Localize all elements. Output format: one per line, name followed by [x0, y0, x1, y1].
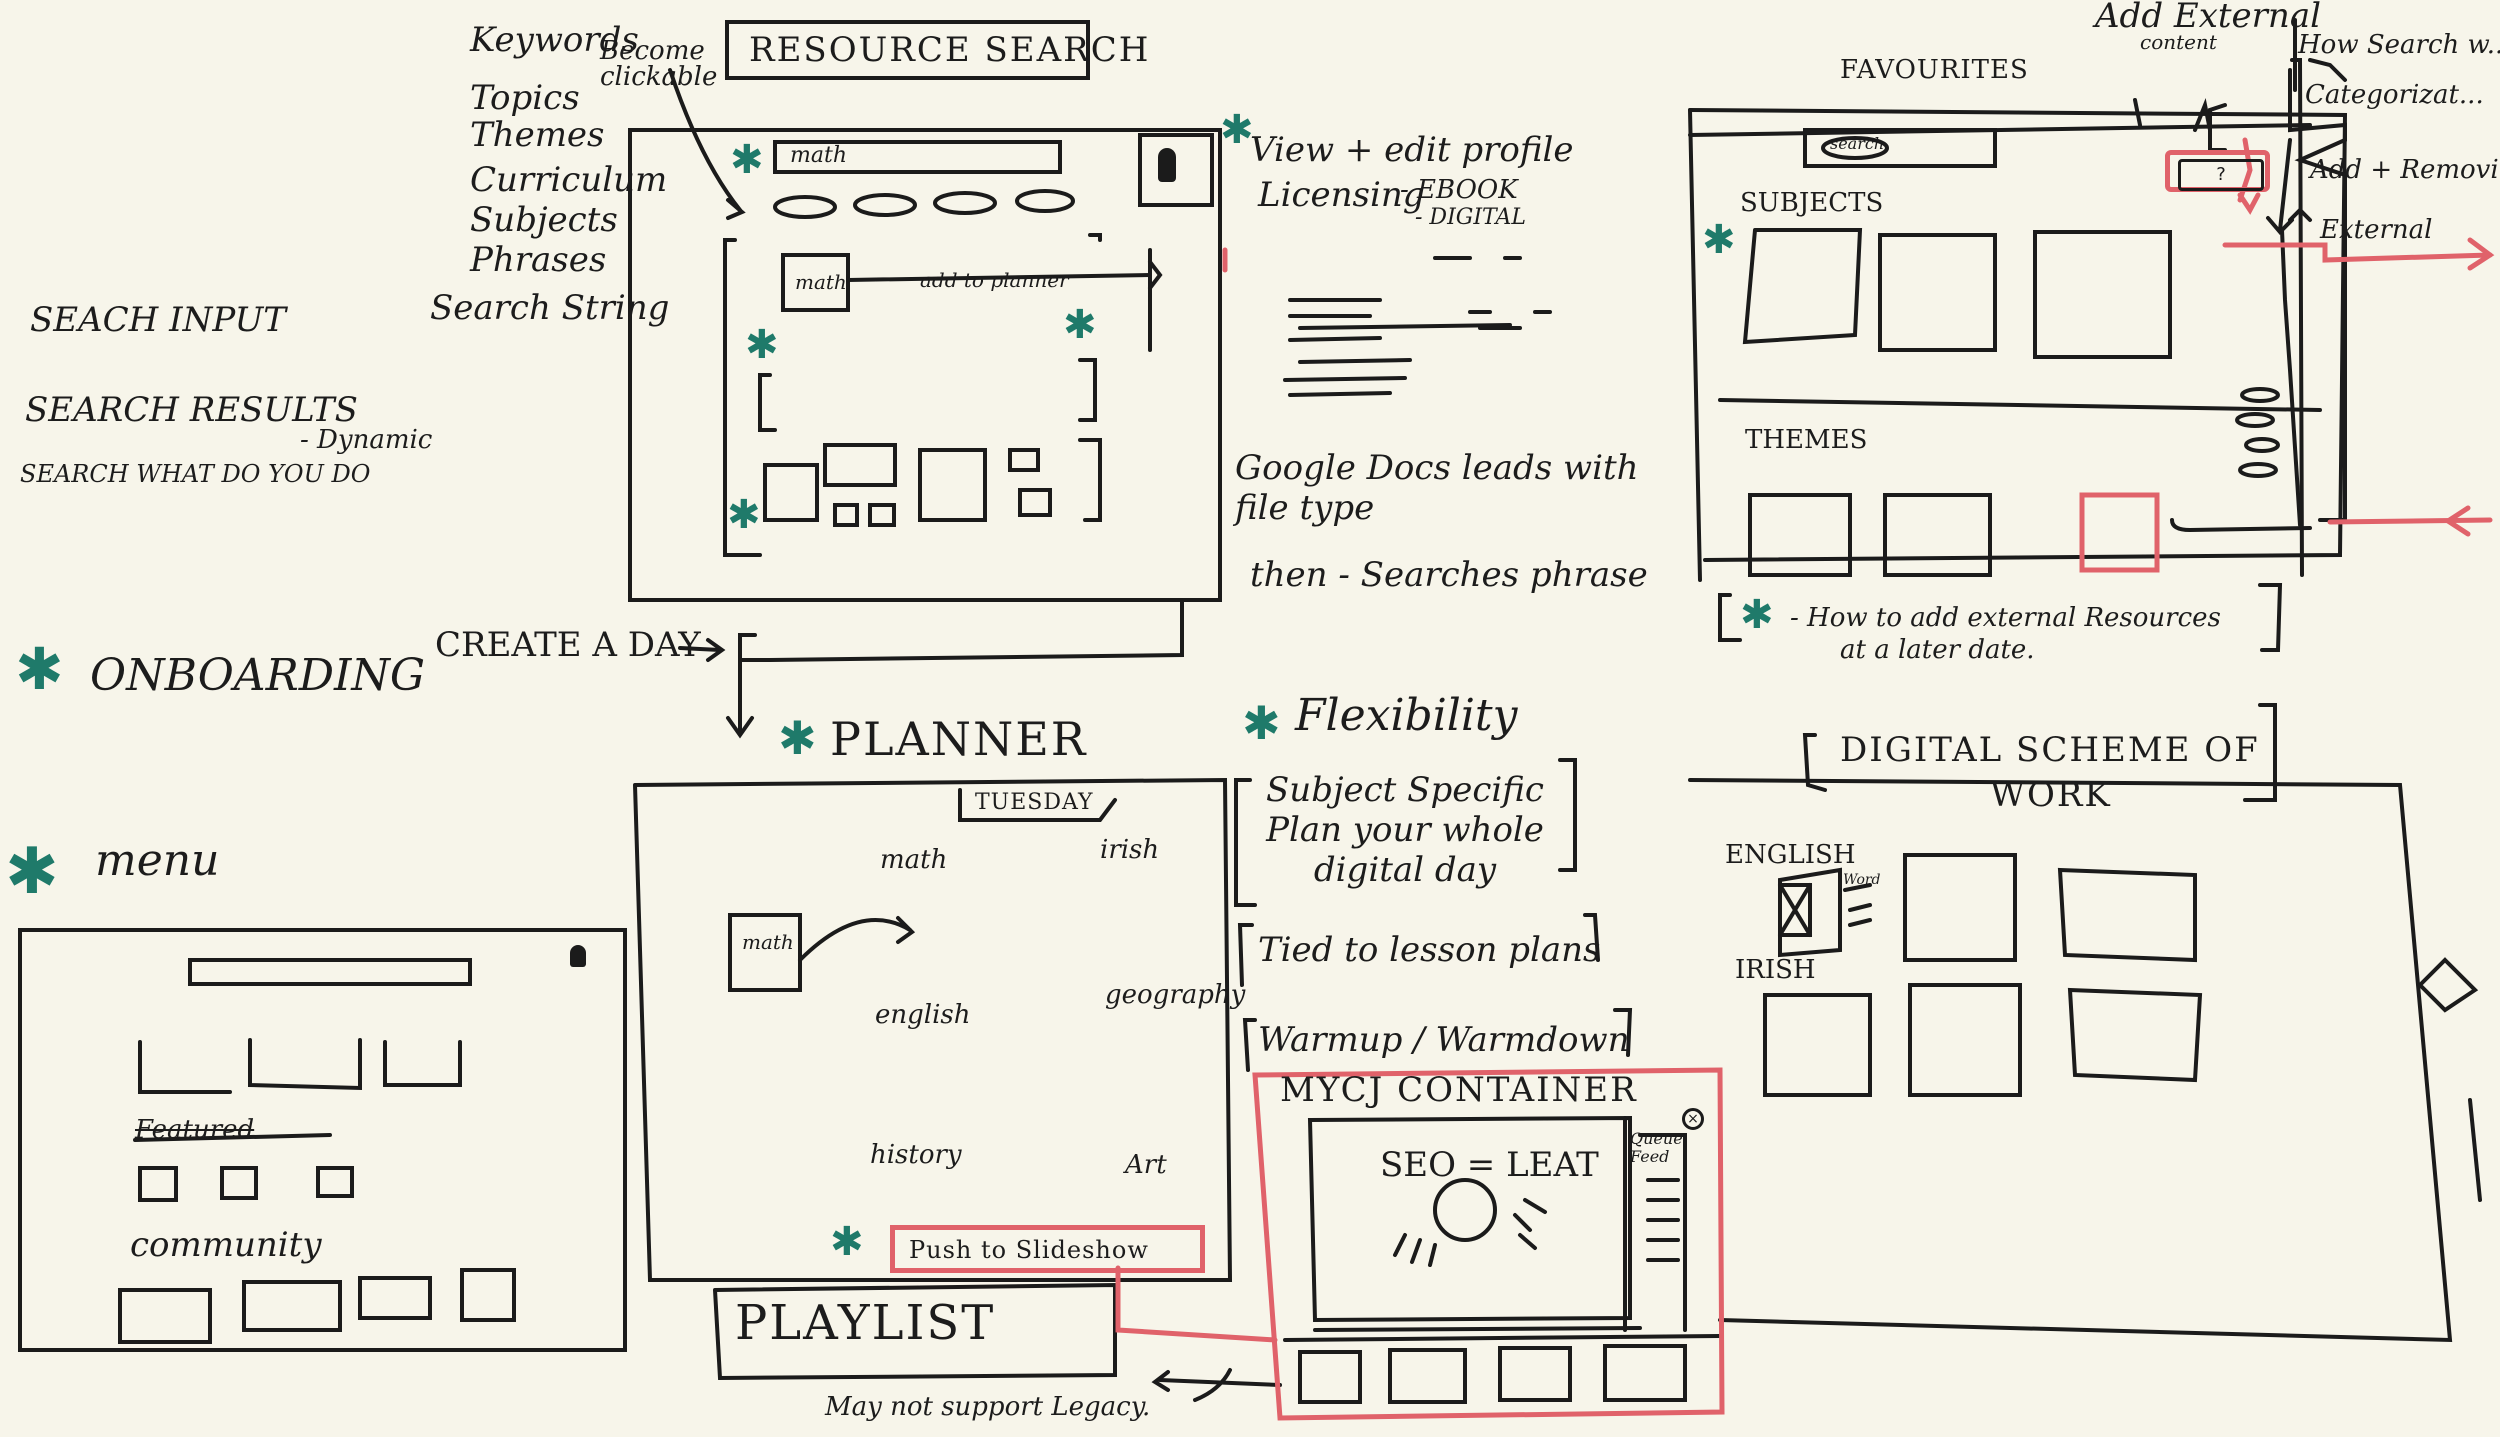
keyword-item: Keywords [470, 20, 639, 60]
external-resources-note-2: at a later date. [1840, 635, 2035, 665]
star-icon: ✱ [727, 492, 761, 538]
tied-lesson-plans-note: Tied to lesson plans [1258, 930, 1601, 970]
right-note: Add + Removing [2310, 155, 2500, 185]
legacy-note: May not support Legacy. [825, 1392, 1151, 1422]
star-icon: ✱ [1220, 107, 1254, 153]
star-icon: ✱ [830, 1219, 864, 1265]
create-a-day-note: CREATE A DAY [435, 625, 701, 665]
profile-icon [570, 945, 586, 967]
mycj-title: MYCJ CONTAINER [1280, 1070, 1638, 1110]
planner-subject: geography [1105, 980, 1246, 1010]
favourites-title: FAVOURITES [1840, 55, 2029, 85]
menu-section-label: Featured [135, 1115, 255, 1145]
slideshow-screen-text: SEO = LEAT [1380, 1145, 1599, 1185]
planner-subject: Art [1125, 1150, 1167, 1180]
menu-community-label: community [130, 1225, 322, 1265]
star-icon: ✱ [1063, 302, 1097, 348]
flexibility-title: Flexibility [1295, 690, 1518, 741]
search-input-note: SEACH INPUT [30, 300, 286, 340]
push-to-slideshow-button[interactable]: Push to Slideshow [890, 1225, 1205, 1273]
result-tile-label: math [795, 270, 847, 294]
search-chip-label[interactable]: search [1830, 134, 1885, 153]
star-icon: ✱ [778, 711, 817, 765]
close-icon[interactable]: × [1682, 1108, 1704, 1130]
resource-search-title-box: RESOURCE SEARCH [725, 20, 1148, 80]
queue-feed-label: Queue Feed [1630, 1129, 1683, 1166]
dynamic-note: - Dynamic [300, 425, 433, 455]
scheme-title-1: DIGITAL SCHEME OF [1840, 730, 2260, 770]
searches-phrase-note: then - Searches phrase [1250, 555, 1648, 595]
keyword-item: Curriculum [470, 160, 668, 200]
search-results-note: SEARCH RESULTS [25, 390, 358, 430]
scheme-title-2: WORK [1990, 775, 2112, 815]
planner-day[interactable]: TUESDAY [975, 790, 1094, 815]
star-icon: ✱ [1242, 696, 1281, 750]
star-icon: ✱ [5, 835, 59, 909]
scheme-irish-label: IRISH [1735, 955, 1816, 985]
planner-subject: math [880, 845, 948, 875]
scheme-tile-label: Word [1843, 872, 1881, 888]
keyword-item: Themes [470, 115, 605, 155]
external-resources-note-1: - How to add external Resources [1790, 603, 2221, 633]
star-icon: ✱ [1702, 217, 1736, 263]
push-to-slideshow-label: Push to Slideshow [909, 1236, 1149, 1264]
planner-title: PLANNER [830, 712, 1088, 766]
resource-search-title: RESOURCE SEARCH [749, 30, 1151, 70]
warmup-note: Warmup / Warmdown [1258, 1020, 1630, 1060]
add-external-button[interactable]: ? [2165, 150, 2270, 192]
right-note: Categorizat... [2305, 80, 2484, 110]
become-clickable-note: Become clickable [600, 36, 718, 92]
avatar-icon[interactable] [1158, 148, 1176, 182]
licensing-note: Licensing [1258, 175, 1425, 215]
google-docs-note: Google Docs leads with file type [1235, 448, 1639, 528]
star-icon: ✱ [745, 322, 779, 368]
subject-specific-note: Subject Specific Plan your whole digital… [1266, 770, 1544, 890]
playlist-label: PLAYLIST [735, 1295, 996, 1351]
onboarding-note: ONBOARDING [90, 650, 426, 701]
keyword-item: Subjects [470, 200, 618, 240]
digital-note: - DIGITAL [1415, 205, 1526, 230]
keyword-item: Phrases [470, 240, 607, 280]
add-to-planner-label: add to planner [920, 268, 1069, 292]
content-note: content [2140, 30, 2217, 54]
right-note: How Search w... [2298, 30, 2500, 60]
planner-subject: english [875, 1000, 971, 1030]
menu-note: menu [95, 835, 220, 886]
star-icon: ✱ [730, 137, 764, 183]
planner-tile-label: math [742, 930, 794, 954]
star-icon: ✱ [1740, 592, 1774, 638]
help-icon: ? [2178, 159, 2264, 191]
right-note: External [2320, 215, 2433, 245]
scheme-english-label: ENGLISH [1725, 840, 1856, 870]
ebook-note: - EBOOK [1400, 175, 1518, 205]
planner-subject: history [870, 1140, 962, 1170]
view-edit-profile-note: View + edit profile [1250, 130, 1574, 170]
star-icon: ✱ [15, 635, 64, 703]
favourites-themes-label: THEMES [1745, 425, 1868, 455]
search-field-text[interactable]: math [790, 143, 847, 168]
planner-subject: irish [1100, 835, 1160, 865]
add-external-note: Add External [2095, 0, 2321, 36]
keyword-item: Topics [470, 78, 580, 118]
favourites-subjects-label: SUBJECTS [1740, 188, 1884, 218]
search-what-note: SEARCH WHAT DO YOU DO [20, 460, 371, 488]
keyword-item: Search String [430, 288, 670, 328]
